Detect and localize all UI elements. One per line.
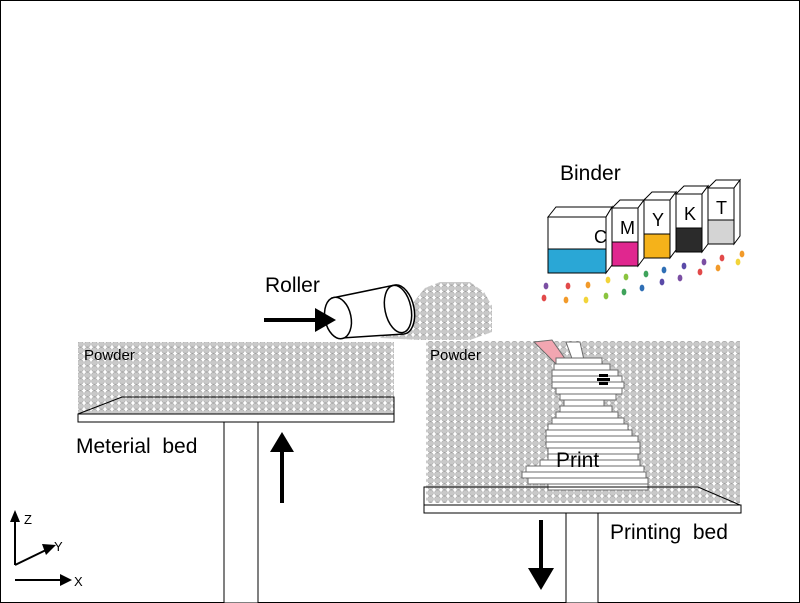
- cartridge-ink-t: [707, 219, 735, 245]
- up-arrow-head: [270, 432, 294, 452]
- droplet: [697, 268, 703, 276]
- droplet: [621, 288, 627, 296]
- cartridge-t: T: [706, 178, 741, 246]
- droplet: [661, 266, 667, 274]
- droplet: [623, 273, 629, 281]
- y-axis-label: Y: [54, 539, 63, 554]
- roller: [323, 284, 416, 340]
- cartridge-m: M: [610, 198, 645, 268]
- droplet: [681, 262, 687, 270]
- material-bed-plate: [77, 413, 395, 423]
- powder-left-label: Powder: [84, 347, 135, 364]
- cartridge-letter-k: K: [684, 204, 696, 224]
- cartridge-letter-y: Y: [652, 210, 664, 230]
- cartridge-c: C: [546, 205, 613, 275]
- cartridge-y: Y: [642, 190, 677, 260]
- binder-label: Binder: [560, 162, 621, 185]
- cartridge-letter-t: T: [716, 198, 727, 218]
- z-axis-label: Z: [24, 512, 32, 527]
- cartridge-ink-m: [611, 241, 639, 267]
- droplet: [585, 281, 591, 289]
- droplet: [735, 258, 741, 266]
- droplet: [701, 258, 707, 266]
- material-bed-label: Meterial bed: [76, 435, 197, 458]
- roller-label: Roller: [265, 274, 320, 297]
- printing-bed-column: [565, 512, 599, 603]
- droplet: [543, 282, 549, 290]
- droplet: [639, 284, 645, 292]
- y-axis-head: [42, 544, 56, 555]
- cartridge-letter-c: C: [594, 227, 607, 247]
- droplet: [541, 294, 547, 302]
- roller-arrow-head: [315, 308, 336, 332]
- z-axis-head: [10, 510, 20, 522]
- axis-indicator: [10, 510, 72, 586]
- print-label: Print: [556, 449, 599, 472]
- cartridge-letter-m: M: [620, 218, 635, 238]
- droplet: [677, 274, 683, 282]
- cartridge-k: K: [674, 184, 709, 254]
- droplet: [565, 282, 571, 290]
- material-bed-column: [223, 421, 259, 603]
- droplet: [715, 264, 721, 272]
- down-arrow-head: [528, 568, 554, 590]
- droplet: [643, 270, 649, 278]
- cartridge-ink-y: [643, 233, 671, 259]
- droplet: [719, 254, 725, 262]
- printing-bed-plate: [423, 504, 742, 514]
- left-powder-block: [78, 342, 394, 414]
- cartridge-ink-k: [675, 227, 703, 253]
- droplet: [739, 250, 745, 258]
- droplet: [659, 278, 665, 286]
- droplet: [583, 296, 589, 304]
- binder-droplets: [541, 250, 745, 304]
- x-axis-head: [60, 574, 72, 586]
- printing-bed-label: Printing bed: [610, 521, 728, 544]
- droplet: [603, 292, 609, 300]
- cartridge-ink-c: [547, 248, 607, 274]
- droplet: [563, 296, 569, 304]
- x-axis-label: X: [74, 574, 83, 589]
- droplet: [605, 276, 611, 284]
- y-axis-line: [14, 549, 47, 566]
- powder-right-label: Powder: [430, 347, 481, 364]
